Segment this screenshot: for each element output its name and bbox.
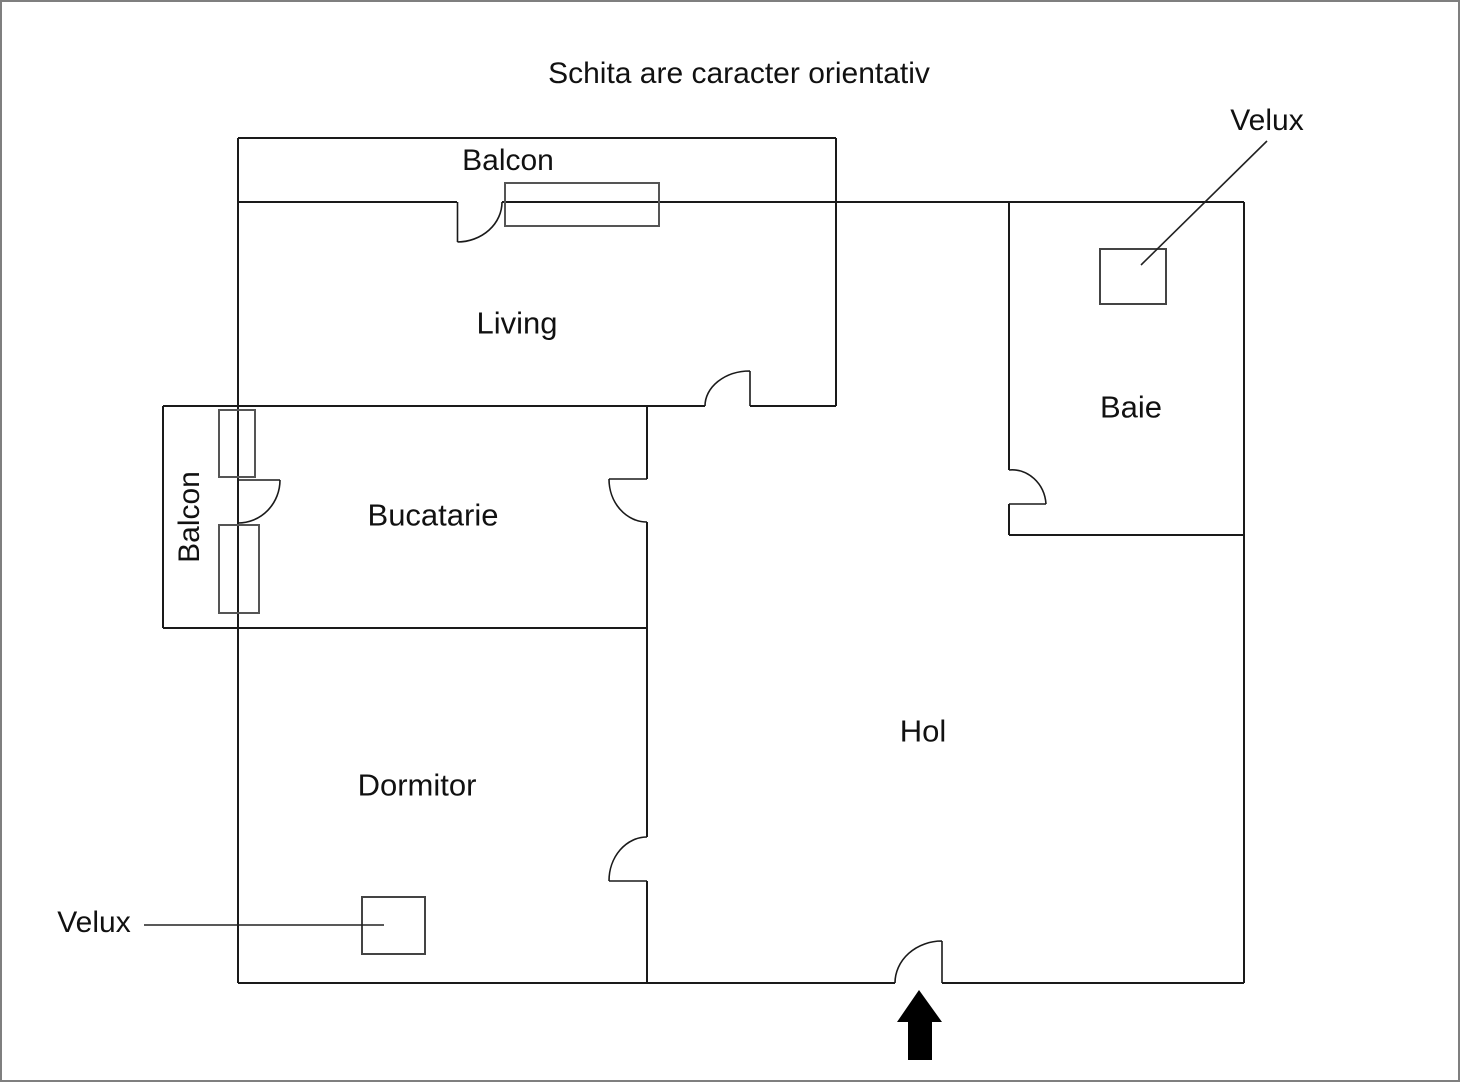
plan-title: Schita are caracter orientativ — [548, 57, 930, 90]
annotation-velux-top: Velux — [1230, 104, 1304, 137]
window-balcony-left-1 — [218, 409, 256, 478]
room-label-balcon-top: Balcon — [462, 144, 554, 177]
door-living — [704, 370, 751, 407]
room-label-dormitor: Dormitor — [357, 767, 477, 803]
room-label-balcon-left: Balcon — [173, 471, 206, 563]
velux-baie-square — [1099, 248, 1167, 305]
room-label-baie: Baie — [1099, 389, 1163, 425]
door-entrance — [894, 940, 943, 984]
door-kitchen — [608, 478, 648, 523]
door-balcony-left — [237, 479, 281, 524]
window-living-balcony — [504, 182, 660, 227]
door-baie — [1008, 469, 1047, 505]
entrance-arrow-icon — [897, 990, 942, 1060]
room-label-bucatarie: Bucatarie — [367, 497, 499, 533]
door-balcony-top — [456, 201, 503, 243]
velux-top-leader-line — [1140, 140, 1268, 266]
room-label-living: Living — [476, 305, 558, 341]
door-dormitor — [608, 836, 648, 882]
window-balcony-left-2 — [218, 524, 260, 614]
annotation-velux-bottom: Velux — [57, 906, 131, 939]
room-label-hol: Hol — [899, 713, 947, 749]
